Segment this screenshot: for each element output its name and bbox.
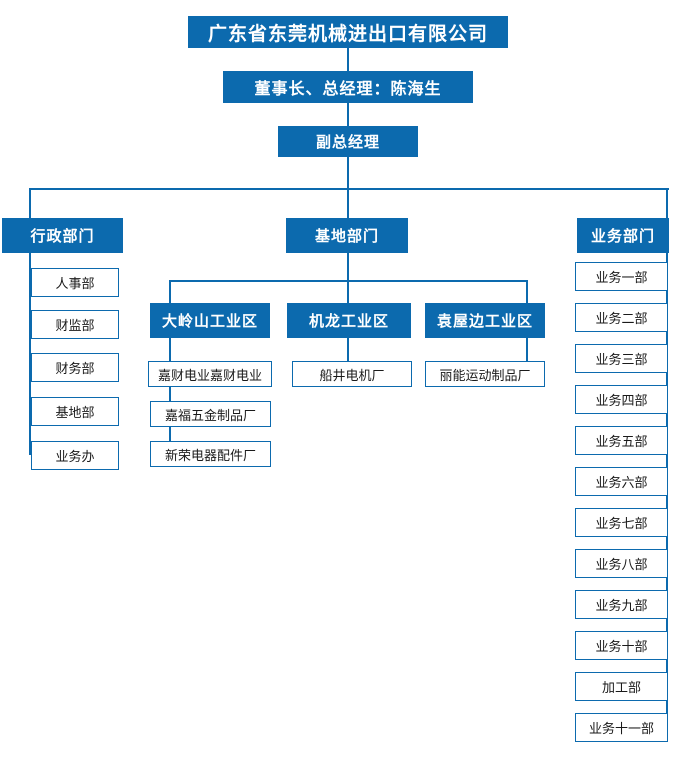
business-unit-box: 业务五部 [575,426,668,455]
connector-admin-spine [29,188,31,455]
factory-box: 嘉财电业嘉财电业 [148,361,272,387]
business-unit-box: 业务八部 [575,549,668,578]
business-unit-box: 业务九部 [575,590,668,619]
dept-base-header: 基地部门 [286,218,408,253]
chairman-box: 董事长、总经理：陈海生 [223,71,473,103]
dept-admin-header: 行政部门 [2,218,123,253]
factory-box: 新荣电器配件厂 [150,441,271,467]
business-unit-box: 业务六部 [575,467,668,496]
admin-unit-box: 财监部 [31,310,119,339]
connector-business-spine [666,188,668,733]
business-unit-box: 业务四部 [575,385,668,414]
business-unit-box: 业务二部 [575,303,668,332]
zone-header-yuanwubian: 袁屋边工业区 [425,303,545,338]
factory-box: 丽能运动制品厂 [425,361,545,387]
admin-unit-box: 财务部 [31,353,119,382]
connector-title-chairman [347,48,349,71]
connector-chairman-vice [347,103,349,126]
business-unit-box: 业务十一部 [575,713,668,742]
business-unit-box: 业务一部 [575,262,668,291]
connector-base-spine [347,188,349,361]
zone-header-dalingshan: 大岭山工业区 [150,303,270,338]
factory-box: 嘉福五金制品厂 [150,401,271,427]
business-unit-box: 加工部 [575,672,668,701]
vice-gm-box: 副总经理 [278,126,418,157]
business-unit-box: 业务七部 [575,508,668,537]
connector-vice-main [347,157,349,188]
zone-header-jilong: 机龙工业区 [287,303,411,338]
factory-box: 船井电机厂 [292,361,412,387]
business-unit-box: 业务三部 [575,344,668,373]
company-title: 广东省东莞机械进出口有限公司 [188,16,508,48]
connector-zones-horizontal [169,280,528,282]
admin-unit-box: 人事部 [31,268,119,297]
connector-main-horizontal [29,188,669,190]
admin-unit-box: 基地部 [31,397,119,426]
dept-business-header: 业务部门 [577,218,669,253]
business-unit-box: 业务十部 [575,631,668,660]
admin-unit-box: 业务办 [31,441,119,470]
